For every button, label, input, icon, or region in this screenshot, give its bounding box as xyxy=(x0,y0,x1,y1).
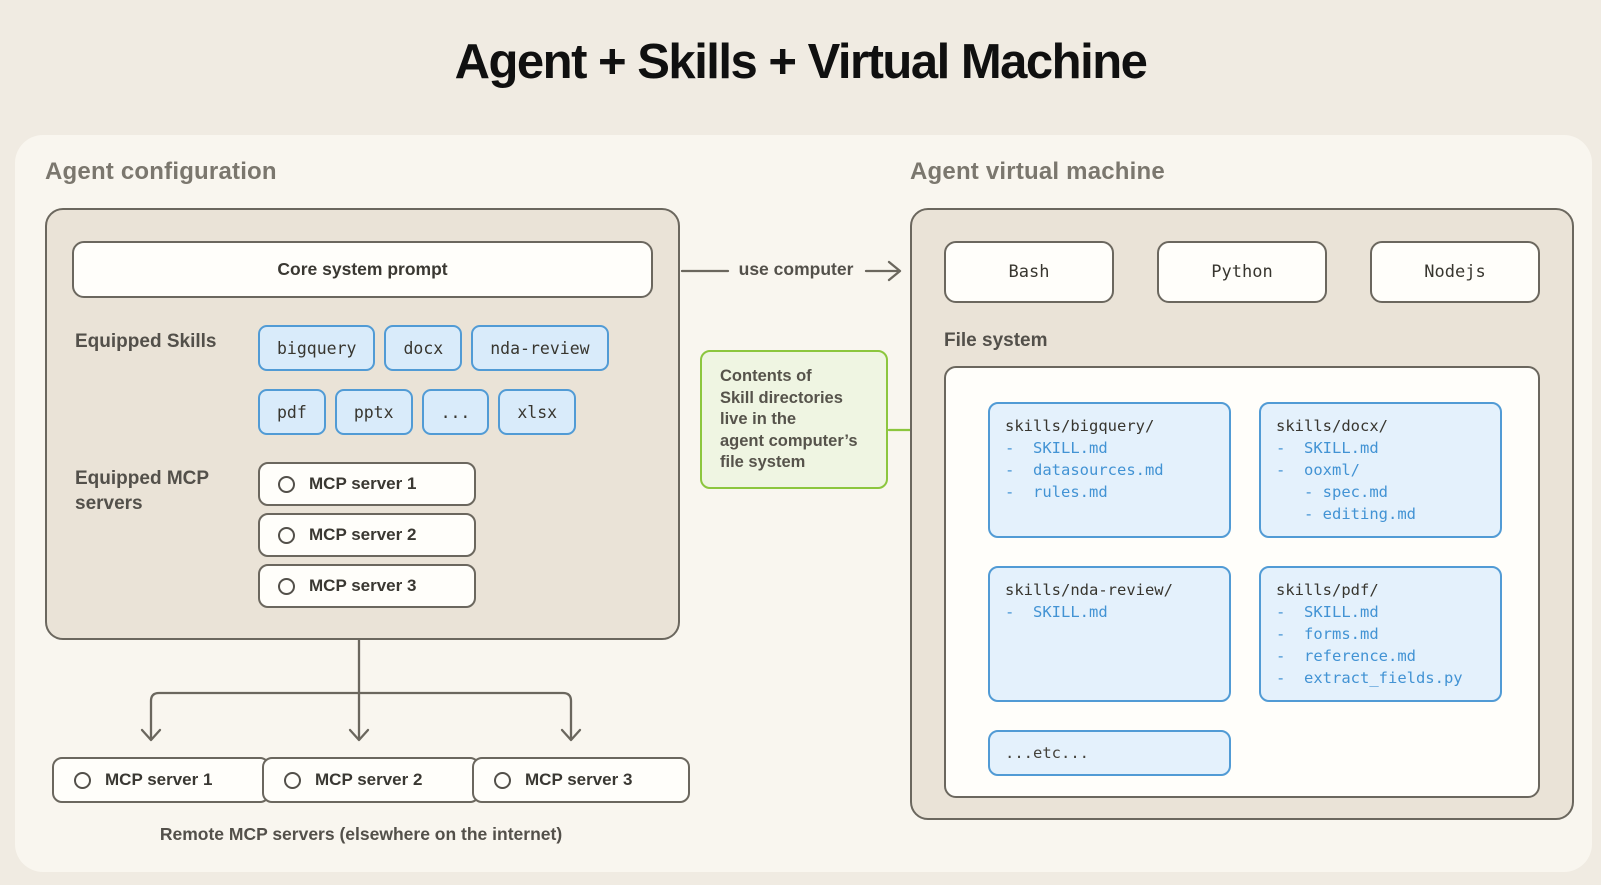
skill-dir-card-bigquery: skills/bigquery/ - SKILL.md - datasource… xyxy=(988,402,1231,538)
server-circle-icon xyxy=(278,577,295,595)
equipped-mcp-label: Equipped MCP servers xyxy=(75,468,210,514)
mcp-server-label: MCP server 2 xyxy=(309,525,417,544)
dir-file-line: - extract_fields.py xyxy=(1276,669,1463,687)
remote-mcp-server-label: MCP server 2 xyxy=(315,770,423,789)
runtime-box-nodejs: Nodejs xyxy=(1370,241,1540,303)
vm-heading: Agent virtual machine xyxy=(910,158,1165,185)
vm-panel: Bash Python Nodejs File system skills/bi… xyxy=(910,208,1574,820)
agent-config-panel: Core system prompt Equipped Skills bigqu… xyxy=(45,208,680,640)
skill-chip: pptx xyxy=(334,389,413,435)
skill-chip: docx xyxy=(384,325,463,371)
dir-file-line: - spec.md xyxy=(1276,483,1388,501)
skill-dir-card-pdf: skills/pdf/ - SKILL.md - forms.md - refe… xyxy=(1259,566,1502,702)
skill-chip-row-1: bigquery docx nda-review xyxy=(258,325,609,371)
skill-contents-callout: Contents of Skill directories live in th… xyxy=(700,350,888,489)
server-circle-icon xyxy=(494,771,511,789)
mcp-server-label: MCP server 1 xyxy=(309,474,417,493)
dir-file-line: - SKILL.md xyxy=(1276,439,1379,457)
remote-mcp-row: MCP server 1 MCP server 2 MCP server 3 xyxy=(0,757,730,803)
dir-name: skills/docx/ xyxy=(1276,417,1388,435)
server-circle-icon xyxy=(74,771,91,789)
dir-file-line: - reference.md xyxy=(1276,647,1416,665)
dir-file-line: - editing.md xyxy=(1276,505,1416,523)
core-system-prompt-box: Core system prompt xyxy=(72,241,653,298)
use-computer-label: use computer xyxy=(738,259,854,279)
mcp-server-item: MCP server 2 xyxy=(258,513,476,557)
equipped-skills-label: Equipped Skills xyxy=(75,331,217,352)
page-title: Agent + Skills + Virtual Machine xyxy=(454,35,1148,89)
skill-chip-row-2: pdf pptx ... xlsx xyxy=(258,389,577,435)
mcp-server-item: MCP server 1 xyxy=(258,462,476,506)
skill-dir-grid: skills/bigquery/ - SKILL.md - datasource… xyxy=(988,402,1502,776)
server-circle-icon xyxy=(278,475,295,493)
dir-name: skills/nda-review/ xyxy=(1005,581,1173,599)
dir-file-line: - SKILL.md xyxy=(1005,439,1108,457)
dir-file-line: - SKILL.md xyxy=(1276,603,1379,621)
remote-mcp-server-item: MCP server 2 xyxy=(262,757,480,803)
server-circle-icon xyxy=(284,771,301,789)
dir-name: skills/pdf/ xyxy=(1276,581,1379,599)
skill-dir-card-docx: skills/docx/ - SKILL.md - ooxml/ - spec.… xyxy=(1259,402,1502,538)
runtime-row: Bash Python Nodejs xyxy=(944,241,1540,303)
dir-file-line: - forms.md xyxy=(1276,625,1379,643)
dir-file-line: - ooxml/ xyxy=(1276,461,1360,479)
skill-chip: bigquery xyxy=(258,325,376,371)
skill-chip: pdf xyxy=(258,389,326,435)
file-system-box: skills/bigquery/ - SKILL.md - datasource… xyxy=(944,366,1540,798)
skill-chip: ... xyxy=(421,389,490,435)
remote-mcp-server-item: MCP server 1 xyxy=(52,757,270,803)
server-circle-icon xyxy=(278,526,295,544)
remote-mcp-server-item: MCP server 3 xyxy=(472,757,690,803)
equipped-mcp-stack: MCP server 1 MCP server 2 MCP server 3 xyxy=(258,462,476,608)
file-system-label: File system xyxy=(944,330,1048,351)
dir-file-line: - datasources.md xyxy=(1005,461,1164,479)
runtime-box-python: Python xyxy=(1157,241,1327,303)
mcp-server-label: MCP server 3 xyxy=(309,576,417,595)
mcp-server-item: MCP server 3 xyxy=(258,564,476,608)
remote-mcp-caption: Remote MCP servers (elsewhere on the int… xyxy=(159,824,563,844)
dir-name: skills/bigquery/ xyxy=(1005,417,1155,435)
remote-mcp-server-label: MCP server 1 xyxy=(105,770,213,789)
agent-config-heading: Agent configuration xyxy=(45,158,277,185)
etc-card: ...etc... xyxy=(988,730,1231,776)
remote-mcp-server-label: MCP server 3 xyxy=(525,770,633,789)
dir-file-line: - SKILL.md xyxy=(1005,603,1108,621)
skill-chip: xlsx xyxy=(498,389,577,435)
skill-dir-card-nda-review: skills/nda-review/ - SKILL.md xyxy=(988,566,1231,702)
skill-chip: nda-review xyxy=(471,325,609,371)
runtime-box-bash: Bash xyxy=(944,241,1114,303)
dir-file-line: - rules.md xyxy=(1005,483,1108,501)
